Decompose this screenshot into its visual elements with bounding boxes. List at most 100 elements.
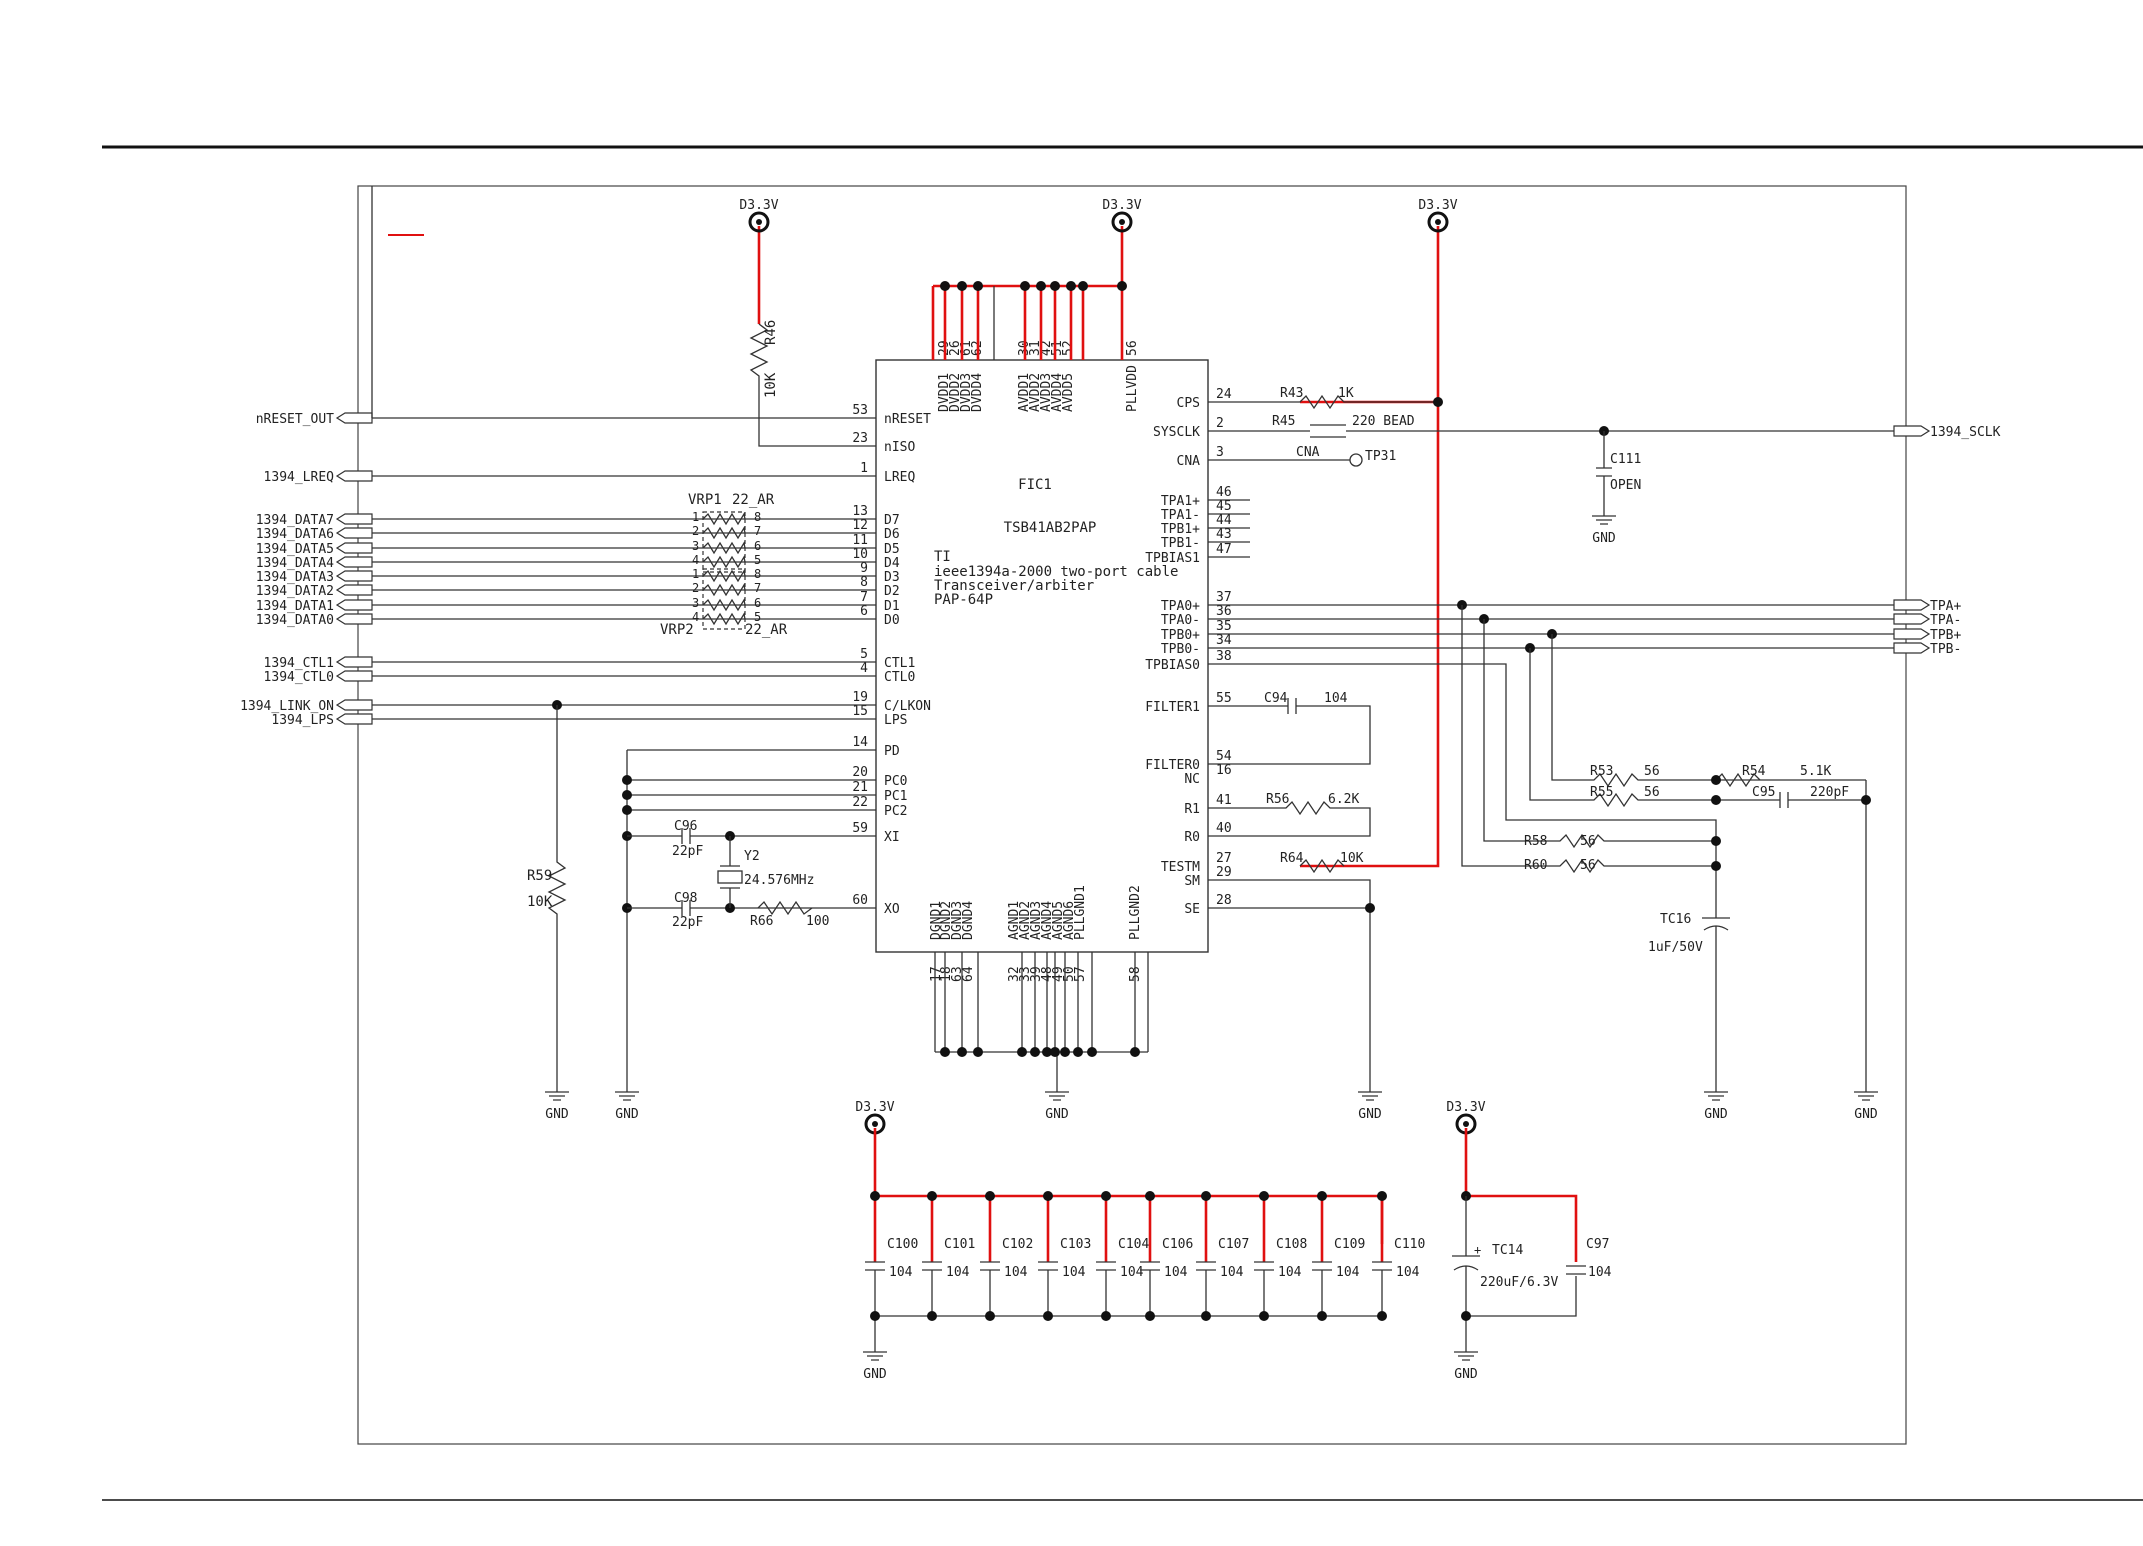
ic-bottom-pin-name: AGND1 — [1007, 901, 1022, 940]
ic-ref: FIC1 — [1018, 477, 1052, 493]
left-port-flag — [335, 699, 373, 711]
power-label: D3.3V — [1102, 198, 1141, 213]
ic-right-pin-number: 45 — [1216, 499, 1232, 514]
ic-left-pin-name: XO — [884, 902, 900, 917]
c94-value: 104 — [1324, 691, 1348, 706]
ic-bottom-pin-number: 17 — [929, 966, 944, 982]
decap-ref: C110 — [1394, 1237, 1425, 1252]
decap-symbol — [865, 1261, 885, 1316]
resistor-array-element — [702, 541, 746, 555]
junction-dot — [1087, 1047, 1097, 1057]
ic-bottom-pin-name: AGND4 — [1040, 901, 1055, 940]
ic-right-pin-name: FILTER0 — [1145, 758, 1200, 773]
r64-ref: R64 — [1280, 851, 1304, 866]
ic-right-pin-name: TPB0- — [1161, 642, 1200, 657]
tc16-value: 1uF/50V — [1648, 940, 1703, 955]
ic-right-pin-name: TPBIAS1 — [1145, 551, 1200, 566]
left-port-label: 1394_LINK_ON — [240, 699, 334, 714]
ground-glyph — [1854, 1091, 1878, 1101]
junction-dot — [1377, 1191, 1387, 1201]
ic-left-pin-number: 20 — [852, 765, 868, 780]
ic-right-pin-number: 35 — [1216, 619, 1232, 634]
ic-bottom-pin-number: 64 — [961, 966, 976, 982]
left-port-flag — [335, 527, 373, 539]
ic-left-pin-name: LPS — [884, 713, 907, 728]
ic-right-pin-number: 29 — [1216, 865, 1232, 880]
power-node — [1111, 211, 1133, 233]
resistor-array-body — [702, 568, 746, 630]
r53-ref: R53 — [1590, 764, 1613, 779]
left-port-label: 1394_DATA2 — [256, 584, 334, 599]
ic-desc1: ieee1394a-2000 two-port cable — [934, 564, 1178, 580]
ic-left-pin-name: PD — [884, 744, 900, 759]
power-node-center — [1119, 219, 1125, 225]
ground-label: GND — [863, 1367, 887, 1382]
r46-resistor: R46 10K — [749, 320, 876, 447]
resistor-array-pin: 1 — [692, 510, 699, 524]
power-label: D3.3V — [1446, 1100, 1485, 1115]
c95-value: 220pF — [1810, 785, 1849, 800]
ic-left-pin-number: 15 — [852, 704, 868, 719]
ic-bottom-pin-name: DGND4 — [961, 901, 976, 940]
ic-left-pin-number: 4 — [860, 661, 868, 676]
ic-left-pin-name: D0 — [884, 613, 900, 628]
ic-top-pin-number: 52 — [1061, 340, 1076, 356]
right-port-flag — [1893, 613, 1931, 625]
ic-bottom-pin-name: AGND6 — [1062, 901, 1077, 940]
ic-left-pin-name: PC2 — [884, 804, 907, 819]
right-control-network: R43 1K R45 220 BEAD C111 OPEN CNA TP31 — [1208, 386, 1894, 516]
junction-dot — [1073, 1047, 1083, 1057]
ic-top-pin-number: 42 — [1039, 340, 1054, 356]
nreset-wire — [371, 186, 876, 419]
ic-top-pin-name: AVDD2 — [1028, 373, 1043, 412]
ic-left-pin-number: 11 — [852, 533, 868, 548]
ic-right-pin-name: NC — [1184, 772, 1200, 787]
r59-resistor: R59 10K — [527, 700, 567, 1092]
junction-dot — [1317, 1311, 1327, 1321]
left-port-flag — [335, 670, 373, 682]
decap-symbol — [1312, 1261, 1332, 1316]
tc14-value: 220uF/6.3V — [1480, 1275, 1558, 1290]
ic-bottom-pin-name: DGND3 — [950, 901, 965, 940]
ic-top-pin-name: AVDD3 — [1039, 373, 1054, 412]
junction-dot — [870, 1191, 880, 1201]
ic-maker: TI — [934, 549, 951, 565]
junction-dot — [973, 1047, 983, 1057]
left-port-flag — [335, 584, 373, 596]
tc14-bulk-cap: + TC14 220uF/6.3V C97 104 — [1452, 1191, 1612, 1352]
ic-bottom-pin-number: 39 — [1029, 966, 1044, 982]
junction-dot — [1101, 1191, 1111, 1201]
resistor-array-element — [702, 612, 746, 626]
ic-left-pin-number: 21 — [852, 780, 868, 795]
ic-right-pin-number: 2 — [1216, 416, 1224, 431]
ic-left-pin-number: 22 — [852, 795, 868, 810]
junction-dot — [1043, 1191, 1053, 1201]
r46-value: 10K — [763, 372, 779, 398]
ic-right-pin-name: FILTER1 — [1145, 700, 1200, 715]
ic-right-pin-number: 55 — [1216, 691, 1232, 706]
r59-ref: R59 — [527, 868, 552, 884]
ic-left-pin-number: 10 — [852, 547, 868, 562]
ic-right-pin-number: 3 — [1216, 445, 1224, 460]
ic-bottom-pin-name: PLLGND1 — [1073, 885, 1088, 940]
decap-value: 104 — [1062, 1265, 1086, 1280]
junction-dot — [1101, 1311, 1111, 1321]
junction-dot — [1060, 1047, 1070, 1057]
ground-glyph — [863, 1351, 887, 1361]
decap-symbol — [1254, 1261, 1274, 1316]
right-port-label: TPA+ — [1930, 599, 1961, 614]
resistor-array-pin: 7 — [754, 524, 761, 538]
rp2-ref: VRP2 — [660, 622, 694, 638]
ic-right-pin-name: SE — [1184, 902, 1200, 917]
power-label: D3.3V — [739, 198, 778, 213]
cna-net: CNA — [1296, 445, 1320, 460]
right-port-flag — [1893, 642, 1931, 654]
resistor-array-element — [702, 512, 746, 526]
c95-ref: C95 — [1752, 785, 1775, 800]
filter-bias-network: C94 104 R56 6.2K R64 10K — [1208, 691, 1375, 1092]
decoupling-capacitors: C100104C101104C102104C103104C104104C1061… — [865, 1191, 1425, 1321]
junction-dot — [1066, 281, 1076, 291]
junction-dot — [1377, 1311, 1387, 1321]
ground-label: GND — [545, 1107, 569, 1122]
